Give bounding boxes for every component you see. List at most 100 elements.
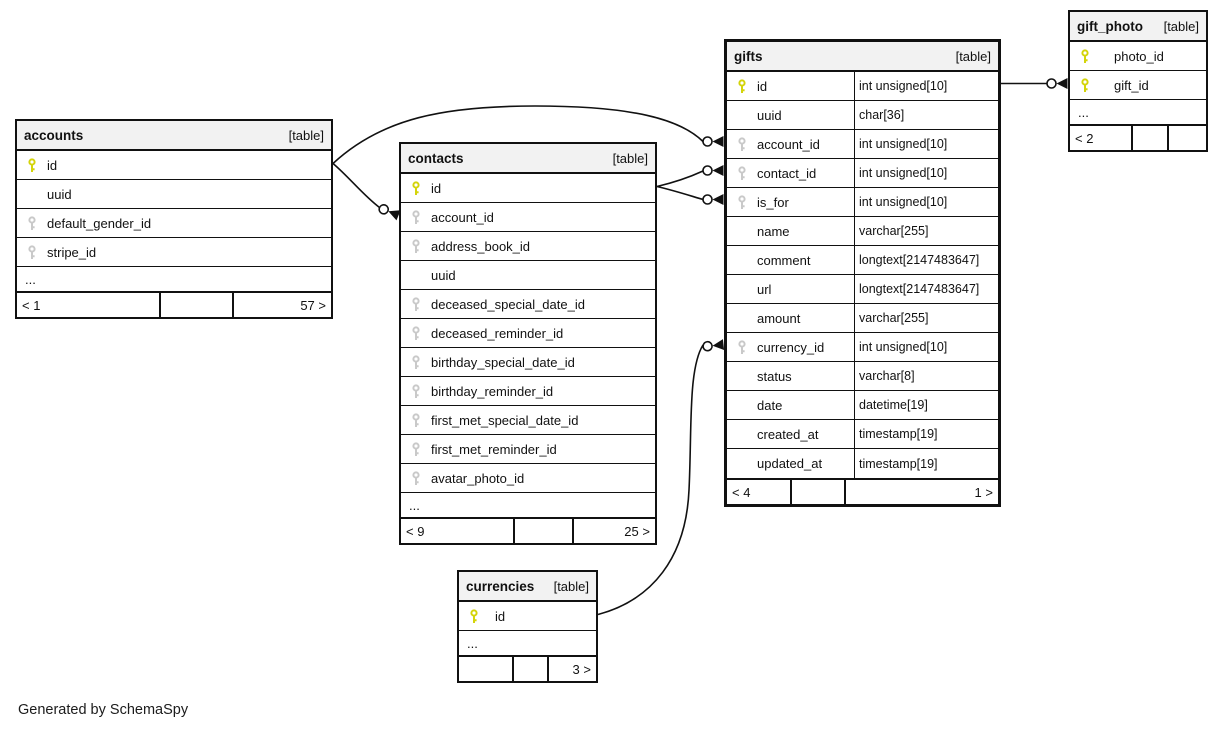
column-row-avatar_photo_id[interactable]: avatar_photo_id bbox=[401, 464, 655, 493]
column-row-url[interactable]: url longtext[2147483647] bbox=[727, 275, 998, 304]
relationship-line bbox=[656, 170, 704, 188]
degree-cell-right: 57 > bbox=[300, 297, 326, 313]
column-type: longtext[2147483647] bbox=[854, 275, 998, 303]
column-name: url bbox=[757, 281, 772, 297]
key-glyph bbox=[28, 244, 36, 259]
column-row-photo_id[interactable]: photo_id bbox=[1070, 42, 1206, 71]
key-glyph bbox=[412, 325, 420, 340]
column-type: varchar[8] bbox=[854, 362, 998, 390]
column-row-deceased_reminder_id[interactable]: deceased_reminder_id bbox=[401, 319, 655, 348]
degree-cell-mid bbox=[1133, 126, 1170, 150]
relationship-line bbox=[656, 185, 704, 201]
key-glyph bbox=[412, 354, 420, 369]
column-name: birthday_special_date_id bbox=[431, 354, 575, 370]
column-row-uuid[interactable]: uuid bbox=[401, 261, 655, 290]
table-type-tag: [table] bbox=[612, 150, 648, 166]
degree-cell-right: 3 > bbox=[572, 661, 591, 677]
zero-or-one-circle bbox=[702, 165, 713, 176]
column-type: int unsigned[10] bbox=[854, 72, 998, 100]
column-row-id[interactable]: id bbox=[401, 174, 655, 203]
column-row-first_met_special_date_id[interactable]: first_met_special_date_id bbox=[401, 406, 655, 435]
foreign-key-icon bbox=[401, 470, 431, 486]
table-header-contacts[interactable]: contacts [table] bbox=[401, 144, 655, 174]
column-row-account_id[interactable]: account_id bbox=[401, 203, 655, 232]
degree-cell-mid bbox=[514, 657, 550, 681]
table-degree-footer: < 2 bbox=[1070, 124, 1206, 150]
foreign-key-icon bbox=[401, 441, 431, 457]
table-header-accounts[interactable]: accounts[table] bbox=[17, 121, 331, 151]
column-name: photo_id bbox=[1114, 48, 1164, 64]
column-name: id bbox=[495, 608, 506, 624]
fk-arrowhead bbox=[712, 165, 724, 176]
column-row-default_gender_id[interactable]: default_gender_id bbox=[17, 209, 331, 238]
column-name: deceased_reminder_id bbox=[431, 325, 564, 341]
foreign-key-icon bbox=[401, 238, 431, 254]
degree-cell-left: < 9 bbox=[401, 519, 516, 543]
key-glyph bbox=[738, 78, 746, 93]
degree-cell-mid bbox=[161, 293, 234, 317]
table-degree-footer: < 9 25 > bbox=[401, 517, 655, 543]
key-glyph bbox=[412, 238, 420, 253]
column-type: char[36] bbox=[854, 101, 998, 129]
key-glyph bbox=[1081, 77, 1089, 92]
column-name: account_id bbox=[757, 136, 820, 152]
table-header-gift_photo[interactable]: gift_photo[table] bbox=[1070, 12, 1206, 42]
column-type: varchar[255] bbox=[854, 304, 998, 332]
generated-by-note: Generated by SchemaSpy bbox=[18, 702, 189, 718]
column-name: updated_at bbox=[757, 456, 823, 471]
relationship-contacts-id-to-gifts-contact_id bbox=[656, 165, 724, 188]
column-row-updated_at[interactable]: updated_at timestamp[19] bbox=[727, 449, 998, 478]
column-row-id[interactable]: id bbox=[17, 151, 331, 180]
key-glyph bbox=[470, 608, 478, 623]
column-type: timestamp[19] bbox=[854, 449, 998, 478]
table-type-tag: [table] bbox=[1163, 18, 1199, 34]
primary-key-icon bbox=[17, 157, 47, 173]
fk-arrowhead bbox=[712, 339, 725, 351]
column-name: id bbox=[757, 78, 768, 94]
table-name: accounts bbox=[24, 127, 84, 143]
relationship-line bbox=[332, 105, 704, 165]
degree-cell-right: 25 > bbox=[624, 523, 650, 539]
column-row-id[interactable]: id int unsigned[10] bbox=[727, 72, 998, 101]
column-row-gift_id[interactable]: gift_id bbox=[1070, 71, 1206, 100]
relationship-accounts-id-to-contacts-account_id bbox=[332, 162, 401, 221]
column-row-first_met_reminder_id[interactable]: first_met_reminder_id bbox=[401, 435, 655, 464]
column-row-birthday_special_date_id[interactable]: birthday_special_date_id bbox=[401, 348, 655, 377]
zero-or-one-circle bbox=[378, 204, 390, 215]
relationship-contacts-id-to-gifts-is_for bbox=[656, 185, 724, 205]
degree-cell-mid bbox=[515, 519, 574, 543]
key-glyph bbox=[412, 209, 420, 224]
key-glyph bbox=[412, 296, 420, 311]
column-name: name bbox=[757, 223, 790, 239]
column-name: first_met_reminder_id bbox=[431, 441, 557, 457]
column-row-uuid[interactable]: uuid bbox=[17, 180, 331, 209]
column-row-address_book_id[interactable]: address_book_id bbox=[401, 232, 655, 261]
column-row-id[interactable]: id bbox=[459, 602, 596, 631]
degree-cell-right bbox=[1169, 126, 1206, 150]
column-name: created_at bbox=[757, 426, 819, 442]
table-name: contacts bbox=[408, 150, 464, 166]
column-row-birthday_reminder_id[interactable]: birthday_reminder_id bbox=[401, 377, 655, 406]
column-row-stripe_id[interactable]: stripe_id bbox=[17, 238, 331, 267]
key-glyph bbox=[738, 339, 746, 354]
table-header-gifts[interactable]: gifts[table] bbox=[727, 42, 998, 72]
table-header-currencies[interactable]: currencies[table] bbox=[459, 572, 596, 602]
column-row-deceased_special_date_id[interactable]: deceased_special_date_id bbox=[401, 290, 655, 319]
foreign-key-icon bbox=[727, 339, 757, 355]
